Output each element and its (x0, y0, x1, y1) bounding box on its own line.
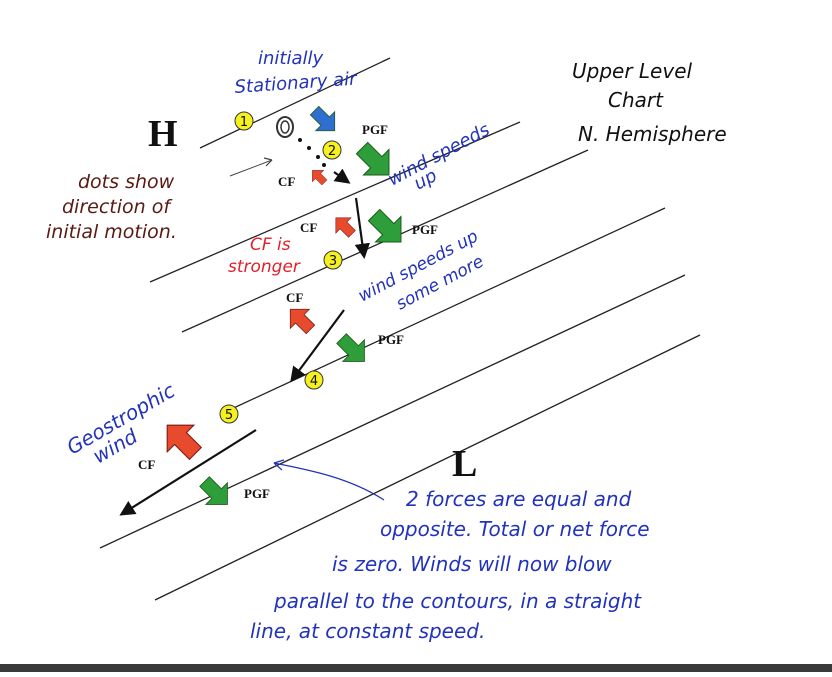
pgf-arrow (336, 333, 365, 362)
contour-line (199, 57, 391, 149)
note-pointer (273, 462, 385, 501)
high-pressure-label: H (148, 113, 178, 155)
cf-arrow (312, 170, 328, 186)
pgf-arrow (355, 141, 390, 176)
cf-stronger-label: CF is (250, 235, 291, 255)
stage-marker: 5 (219, 404, 239, 424)
stationary-air-label: Stationary air (234, 68, 359, 98)
initially-label: initially (258, 48, 324, 69)
cf-label: CF (300, 220, 317, 235)
cf-label: CF (278, 174, 295, 189)
svg-text:3: 3 (329, 254, 337, 269)
dots-line: dots show (78, 171, 175, 193)
note-line: line, at constant speed. (250, 619, 485, 643)
bottom-edge (0, 664, 832, 672)
pgf-arrows (199, 105, 402, 505)
pgf-arrow (309, 105, 336, 132)
stage-markers: 1 2 3 4 5 (219, 111, 343, 424)
pgf-label: PGF (378, 332, 404, 347)
motion-dots (298, 138, 326, 167)
note-line: is zero. Winds will now blow (332, 552, 612, 576)
cf-label: CF (286, 290, 303, 305)
pgf-label: PGF (362, 122, 388, 137)
cf-arrows (166, 170, 356, 461)
pgf-label: PGF (244, 486, 270, 501)
explanation-note: 2 forces are equal and opposite. Total o… (250, 487, 650, 643)
stage-marker: 2 (322, 140, 342, 160)
pgf-arrow (199, 476, 228, 505)
cf-arrow (289, 308, 316, 335)
force-labels: PGF CF CF PGF CF PGF CF PGF (138, 122, 438, 501)
svg-text:1: 1 (240, 115, 248, 130)
cf-arrow (166, 424, 203, 461)
svg-text:4: 4 (310, 374, 318, 389)
note-line: opposite. Total or net force (380, 517, 650, 541)
wind-arrow (354, 197, 370, 260)
title-line: Chart (608, 88, 664, 112)
note-line: parallel to the contours, in a straight (273, 589, 642, 613)
dots-line: initial motion. (46, 221, 177, 243)
cf-label: CF (138, 457, 155, 472)
cf-stronger-label: stronger (228, 257, 301, 277)
wind-speeds-up-label: wind speeds (384, 119, 493, 190)
wind-arrows (119, 168, 370, 516)
stage-marker: 4 (304, 370, 324, 390)
pointer-line (229, 159, 273, 177)
svg-text:2: 2 (328, 144, 336, 159)
dots-explanation: dots show direction of initial motion. (46, 171, 177, 243)
title-line: Upper Level (572, 59, 693, 83)
note-pointer-head (273, 459, 285, 471)
cf-arrow (335, 217, 356, 238)
air-parcel (280, 120, 290, 134)
pointer-head (263, 157, 273, 167)
note-line: 2 forces are equal and (406, 487, 632, 511)
title-line: N. Hemisphere (578, 122, 727, 146)
svg-text:5: 5 (225, 408, 233, 423)
chart-title: Upper Level Chart N. Hemisphere (572, 59, 727, 146)
contour-line (99, 274, 686, 549)
contour-line (149, 121, 521, 283)
air-parcel (276, 116, 294, 138)
stage-marker: 3 (323, 250, 343, 270)
stage-marker: 1 (234, 111, 254, 131)
wind-arrow (333, 168, 351, 184)
wind-arrow (119, 429, 257, 516)
contour-line (154, 334, 701, 601)
pgf-label: PGF (412, 222, 438, 237)
wind-arrow (290, 309, 345, 383)
dots-line: direction of (62, 196, 173, 218)
low-pressure-label: L (452, 443, 477, 485)
pgf-arrow (367, 208, 402, 243)
